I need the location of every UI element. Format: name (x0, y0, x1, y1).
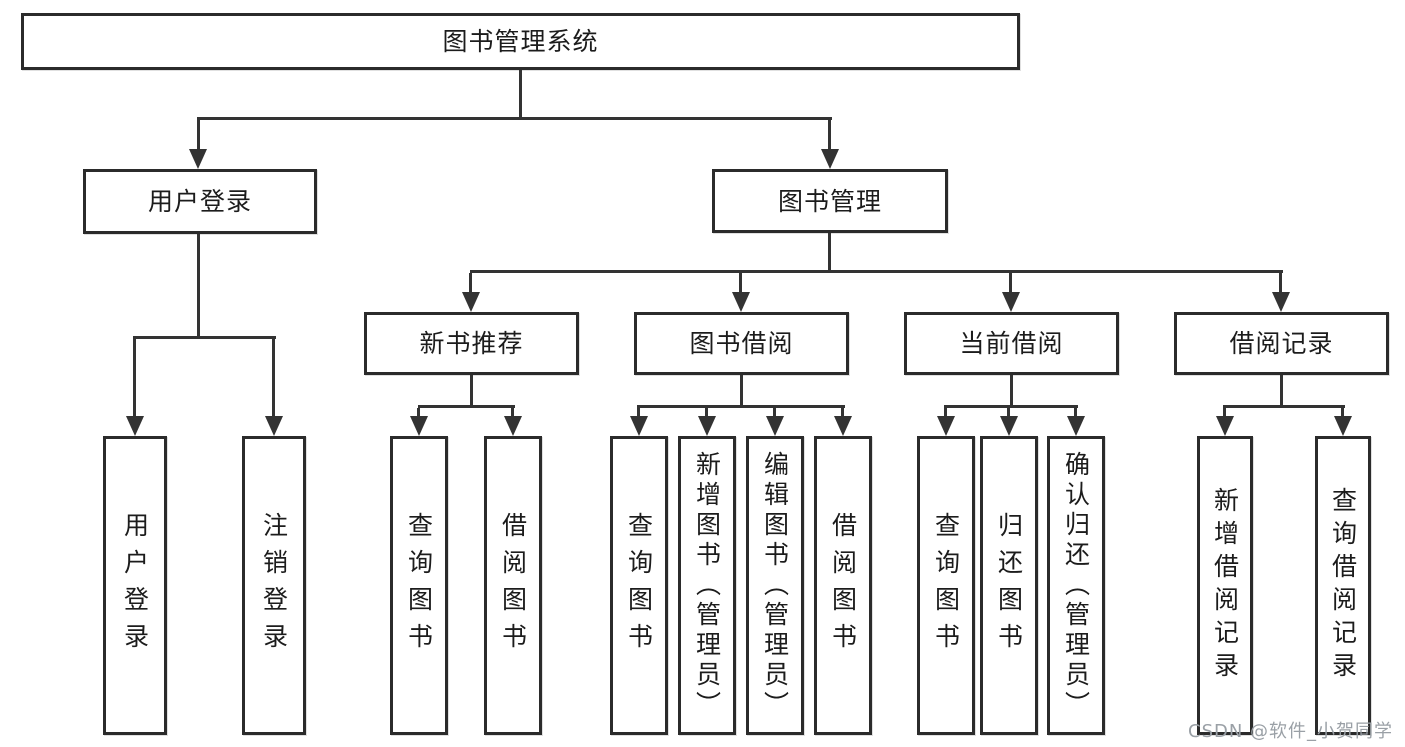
node-leaf-edit-books-admin: 编辑图书（管理员） (746, 436, 804, 735)
connector-management-hline (470, 270, 1283, 273)
node-label: 查询图书 (404, 511, 434, 660)
arrowhead-down-icon (265, 416, 283, 436)
connector-group-hline (1223, 405, 1345, 408)
arrowhead-down-icon (821, 149, 839, 169)
connector-stem (469, 273, 472, 292)
node-leaf-borrow-books: 借阅图书 (814, 436, 872, 735)
connector-stem (1341, 408, 1344, 416)
connector-stem (1010, 375, 1013, 407)
connector-stem (637, 408, 640, 416)
node-new-book-recommendation: 新书推荐 (364, 312, 579, 375)
node-label: 用户登录 (147, 187, 252, 216)
connector-stem (1223, 408, 1226, 416)
connector-login-hline (133, 336, 276, 339)
connector-stem (1009, 273, 1012, 292)
node-borrowing-records: 借阅记录 (1174, 312, 1389, 375)
connector-management-stem (828, 233, 831, 272)
node-book-management: 图书管理 (712, 169, 948, 233)
connector-stem (739, 273, 742, 292)
node-label: 图书管理系统 (442, 27, 599, 56)
node-label: 归还图书 (994, 511, 1024, 660)
connector-group-hline (637, 405, 845, 408)
node-current-borrowing: 当前借阅 (904, 312, 1119, 375)
arrowhead-down-icon (698, 416, 716, 436)
arrowhead-down-icon (834, 416, 852, 436)
node-label: 新增图书（管理员） (692, 450, 722, 721)
node-leaf-query-books-recommend: 查询图书 (390, 436, 448, 735)
connector-stem (1280, 375, 1283, 407)
node-label: 确认归还（管理员） (1061, 450, 1091, 721)
node-leaf-query-borrow-record: 查询借阅记录 (1315, 436, 1371, 735)
node-label: 注销登录 (259, 511, 289, 660)
arrowhead-down-icon (504, 416, 522, 436)
connector-group-hline (418, 405, 515, 408)
arrowhead-down-icon (1272, 292, 1290, 312)
connector-stem (272, 339, 275, 416)
node-label: 当前借阅 (959, 329, 1064, 358)
node-user-login: 用户登录 (83, 169, 317, 234)
connector-login-stem (197, 234, 200, 338)
node-leaf-borrow-books-recommend: 借阅图书 (484, 436, 542, 735)
node-label: 新增借阅记录 (1210, 486, 1240, 685)
connector-stem (828, 120, 831, 149)
node-label: 用户登录 (120, 511, 150, 660)
connector-stem (841, 408, 844, 416)
connector-root-stem (519, 70, 522, 117)
connector-stem (197, 120, 200, 149)
node-label: 查询借阅记录 (1328, 486, 1358, 685)
connector-stem (740, 375, 743, 407)
arrowhead-down-icon (410, 416, 428, 436)
node-label: 查询图书 (624, 511, 654, 660)
node-label: 借阅记录 (1229, 329, 1334, 358)
arrowhead-down-icon (462, 292, 480, 312)
node-leaf-logout: 注销登录 (242, 436, 306, 735)
node-label: 图书管理 (777, 186, 882, 216)
connector-stem (133, 339, 136, 416)
connector-stem (705, 408, 708, 416)
connector-stem (1279, 273, 1282, 292)
node-label: 图书借阅 (689, 329, 794, 358)
node-leaf-add-borrow-record: 新增借阅记录 (1197, 436, 1253, 735)
arrowhead-down-icon (1067, 416, 1085, 436)
node-leaf-user-login: 用户登录 (103, 436, 167, 735)
arrowhead-down-icon (630, 416, 648, 436)
arrowhead-down-icon (766, 416, 784, 436)
arrowhead-down-icon (937, 416, 955, 436)
csdn-watermark: CSDN @软件_小贺同学 (1188, 721, 1394, 742)
node-leaf-query-books-borrowing: 查询图书 (610, 436, 668, 735)
node-leaf-return-books: 归还图书 (980, 436, 1038, 735)
node-library-management-system: 图书管理系统 (21, 13, 1020, 70)
node-leaf-confirm-return-admin: 确认归还（管理员） (1047, 436, 1105, 735)
arrowhead-down-icon (1216, 416, 1234, 436)
connector-stem (773, 408, 776, 416)
arrowhead-down-icon (1334, 416, 1352, 436)
connector-level1-hline (197, 117, 832, 120)
connector-stem (470, 375, 473, 407)
node-label: 新书推荐 (419, 329, 524, 358)
arrowhead-down-icon (732, 292, 750, 312)
connector-stem (417, 408, 420, 416)
arrowhead-down-icon (189, 149, 207, 169)
node-label: 编辑图书（管理员） (760, 450, 790, 721)
arrowhead-down-icon (1000, 416, 1018, 436)
connector-group-hline (944, 405, 1078, 408)
node-label: 查询图书 (931, 511, 961, 660)
node-label: 借阅图书 (828, 511, 858, 660)
arrowhead-down-icon (1002, 292, 1020, 312)
connector-stem (1074, 408, 1077, 416)
node-leaf-add-books-admin: 新增图书（管理员） (678, 436, 736, 735)
connector-stem (511, 408, 514, 416)
connector-stem (944, 408, 947, 416)
connector-stem (1007, 408, 1010, 416)
node-leaf-query-books-current: 查询图书 (917, 436, 975, 735)
node-label: 借阅图书 (498, 511, 528, 660)
arrowhead-down-icon (126, 416, 144, 436)
node-book-borrowing: 图书借阅 (634, 312, 849, 375)
